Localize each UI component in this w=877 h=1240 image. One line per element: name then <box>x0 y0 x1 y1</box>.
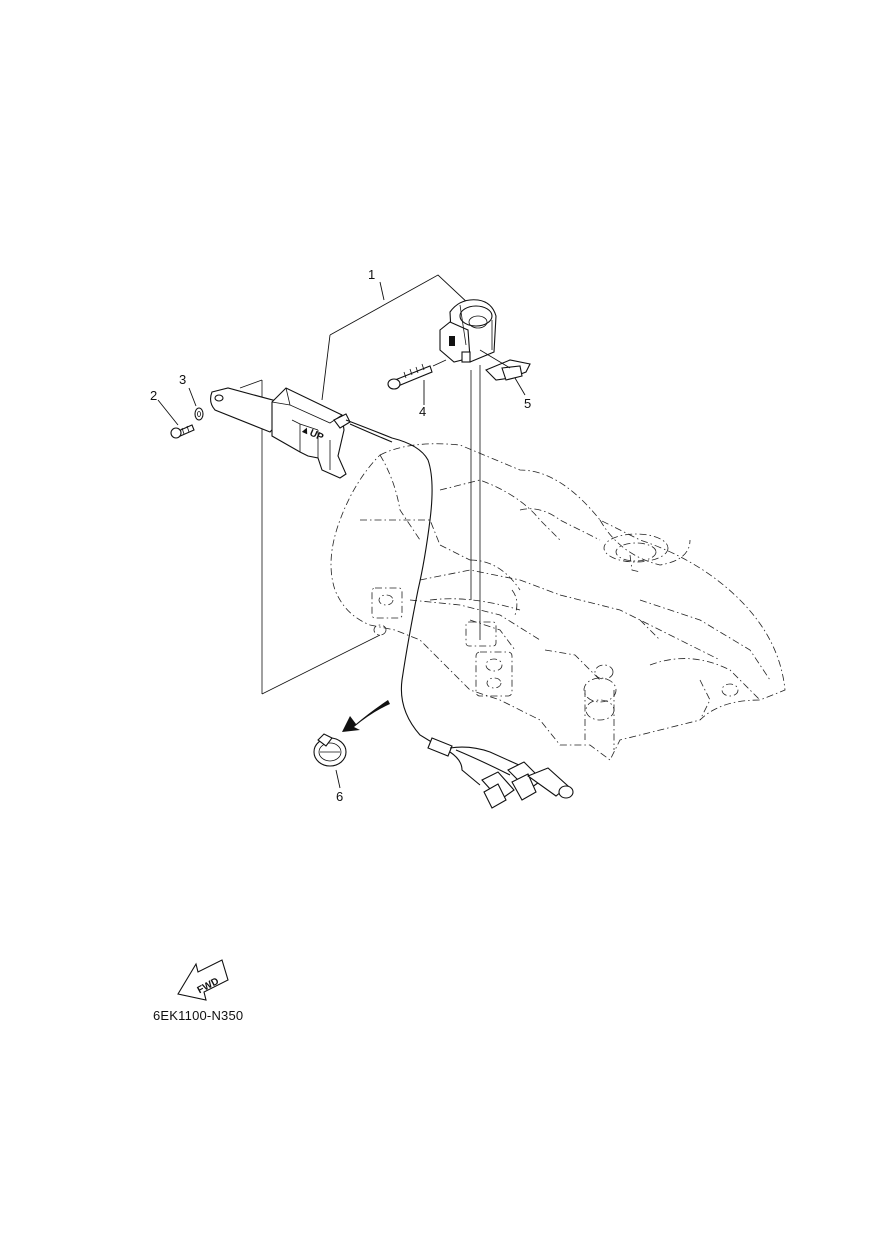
callout-1: 1 <box>368 267 375 282</box>
install-direction-arrow <box>342 700 390 732</box>
magnet-holder <box>439 299 497 363</box>
part-code-label: 6EK1100-N350 <box>153 1008 244 1023</box>
callout-3: 3 <box>179 372 186 387</box>
wiring-harness <box>427 737 574 809</box>
trim-sensor-assembly: ▲UP <box>209 387 439 747</box>
washer-part-3 <box>194 407 204 421</box>
callout-2: 2 <box>150 388 157 403</box>
screw-part-2 <box>170 424 195 439</box>
alignment-lines <box>239 365 481 695</box>
clamp-part-6 <box>313 733 347 767</box>
callout-5: 5 <box>524 396 531 411</box>
bracket-assembly-phantom <box>330 443 786 761</box>
leader-lines <box>157 274 526 789</box>
bolt-part-4 <box>387 359 447 390</box>
callout-6: 6 <box>336 789 343 804</box>
fwd-arrow-icon: FWD <box>177 959 229 1001</box>
holder-clip <box>479 349 531 381</box>
callout-4: 4 <box>419 404 426 419</box>
